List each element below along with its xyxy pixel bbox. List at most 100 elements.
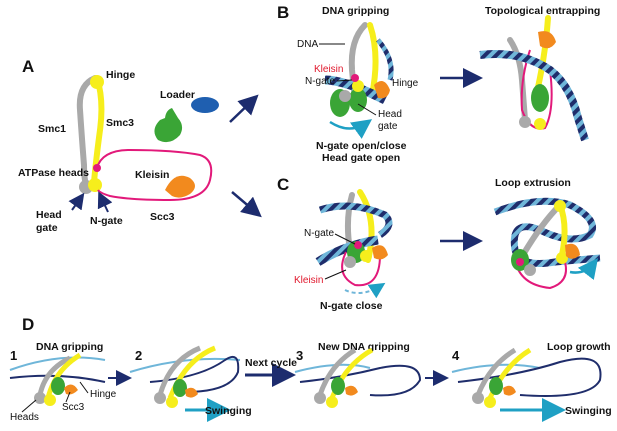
panel-label-a: A xyxy=(22,57,34,76)
step-2-swinging: Swinging xyxy=(205,405,252,417)
step-4-loader xyxy=(489,377,503,395)
label-smc1: Smc1 xyxy=(38,123,66,135)
loader-green xyxy=(154,108,183,143)
step-3-loader xyxy=(331,377,345,395)
b-kleisin-n-terminus xyxy=(351,74,359,82)
label-smc3: Smc3 xyxy=(106,117,134,129)
step-4-scc3 xyxy=(503,385,516,396)
label-scc3: Scc3 xyxy=(150,211,175,223)
panel-a: A Hinge Smc1 Smc3 Loader ATPase heads Kl… xyxy=(18,57,262,234)
c-close-arrow xyxy=(344,282,386,299)
label-head-gate-2: gate xyxy=(36,222,58,234)
c-n-gate-pointer xyxy=(334,233,356,245)
c-scc3 xyxy=(372,245,388,260)
panel-label-c: C xyxy=(277,175,289,194)
panel-label-b: B xyxy=(277,3,289,22)
label-n-gate: N-gate xyxy=(90,215,123,227)
c-dna-lower xyxy=(315,235,379,266)
step-4-dna-navy xyxy=(457,357,602,397)
step-1-smc1 xyxy=(37,355,72,396)
d-label-heads: Heads xyxy=(10,412,39,423)
scc3-subunit xyxy=(165,175,195,198)
c-kleisin-pointer xyxy=(324,269,347,280)
step-3: 3 New DNA gripping xyxy=(294,341,422,408)
step-2-smc3-head xyxy=(166,396,178,408)
step-2-smc3 xyxy=(167,345,216,399)
b2-smc1-head xyxy=(519,116,531,128)
panel-c: C Loop extrusion N-gate Kleisin N-gate c… xyxy=(277,175,601,312)
label-atpase-heads: ATPase heads xyxy=(18,167,89,179)
title-dna-gripping: DNA gripping xyxy=(322,5,389,17)
step-1-smc1-head xyxy=(34,392,46,404)
step-2-smc1 xyxy=(157,345,201,396)
step-4-number: 4 xyxy=(452,348,460,363)
c2-dna-loop xyxy=(493,197,601,267)
panel-b: B DNA gripping Topological entrapping DN… xyxy=(277,3,600,164)
b-smc3-head xyxy=(352,80,364,92)
step-4: 4 Loop growth Swinging xyxy=(451,341,612,422)
step-3-smc3-head xyxy=(326,396,338,408)
c-kleisin xyxy=(341,251,381,287)
step-1-smc3 xyxy=(45,352,82,399)
step-1-title: DNA gripping xyxy=(36,341,103,353)
loader-blue xyxy=(191,97,219,113)
next-cycle-label: Next cycle xyxy=(245,357,297,369)
b2-smc3-head xyxy=(534,118,546,130)
d-hinge-pointer xyxy=(79,381,89,394)
step-4-smc1 xyxy=(475,347,517,396)
c2-scc3 xyxy=(565,243,580,259)
d-label-scc3: Scc3 xyxy=(62,402,85,413)
step-4-swinging: Swinging xyxy=(565,405,612,417)
b-swing-arrow xyxy=(329,119,373,139)
arrow-to-c xyxy=(231,191,262,218)
c2-smc1-head xyxy=(524,264,536,276)
b-label-head-gate-2: gate xyxy=(378,121,398,132)
b-green-subunit xyxy=(349,88,367,112)
c-label-kleisin: Kleisin xyxy=(294,275,323,286)
c2-smc3-arm xyxy=(557,202,568,258)
step-3-scc3 xyxy=(345,385,358,396)
b-label-n-gate: N-gate xyxy=(305,76,335,87)
title-loop-extrusion: Loop extrusion xyxy=(495,177,571,189)
c-smc3-head xyxy=(360,250,372,262)
b-smc1-head xyxy=(339,90,351,102)
step-1-loader xyxy=(51,377,65,395)
label-kleisin: Kleisin xyxy=(135,169,169,181)
b-label-dna: DNA xyxy=(297,39,318,50)
step-3-smc1-head xyxy=(314,392,326,404)
b2-green-subunit xyxy=(531,84,549,112)
step-2-dna-navy xyxy=(149,356,240,393)
b-caption-2: Head gate open xyxy=(322,152,400,164)
step-2-number: 2 xyxy=(135,348,142,363)
arrow-to-b xyxy=(229,94,259,123)
c2-hinge xyxy=(554,200,566,212)
title-topological-entrapping: Topological entrapping xyxy=(485,5,600,17)
smc1-arm xyxy=(76,75,98,188)
step-3-dna-navy xyxy=(299,364,422,397)
d-label-hinge: Hinge xyxy=(90,389,117,400)
label-head-gate-1: Head xyxy=(36,209,62,221)
b-head-gate-pointer xyxy=(357,103,377,116)
c2-kleisin-n-terminus xyxy=(516,258,524,266)
c-kleisin-n-terminus xyxy=(354,241,362,249)
c-caption: N-gate close xyxy=(320,300,383,312)
step-1: 1 DNA gripping Heads Scc3 Hinge xyxy=(9,341,117,423)
b2-scc3 xyxy=(538,31,556,49)
step-4-smc3-head xyxy=(484,396,496,408)
step-4-smc1-head xyxy=(472,392,484,404)
b-n-gate-pointer xyxy=(336,79,353,82)
b2-kleisin xyxy=(520,49,553,130)
c-smc1-head xyxy=(344,256,356,268)
b-scc3 xyxy=(374,81,390,99)
hinge-domain xyxy=(90,75,104,89)
step-3-smc1 xyxy=(317,347,357,396)
step-1-smc3-head xyxy=(44,394,56,406)
b-caption-1: N-gate open/close xyxy=(316,140,407,152)
smc3-head xyxy=(88,178,102,192)
label-hinge: Hinge xyxy=(106,69,135,81)
step-2-dna-light xyxy=(129,357,241,373)
d-scc3-pointer xyxy=(65,391,71,403)
c2-smc3-head xyxy=(556,252,568,264)
